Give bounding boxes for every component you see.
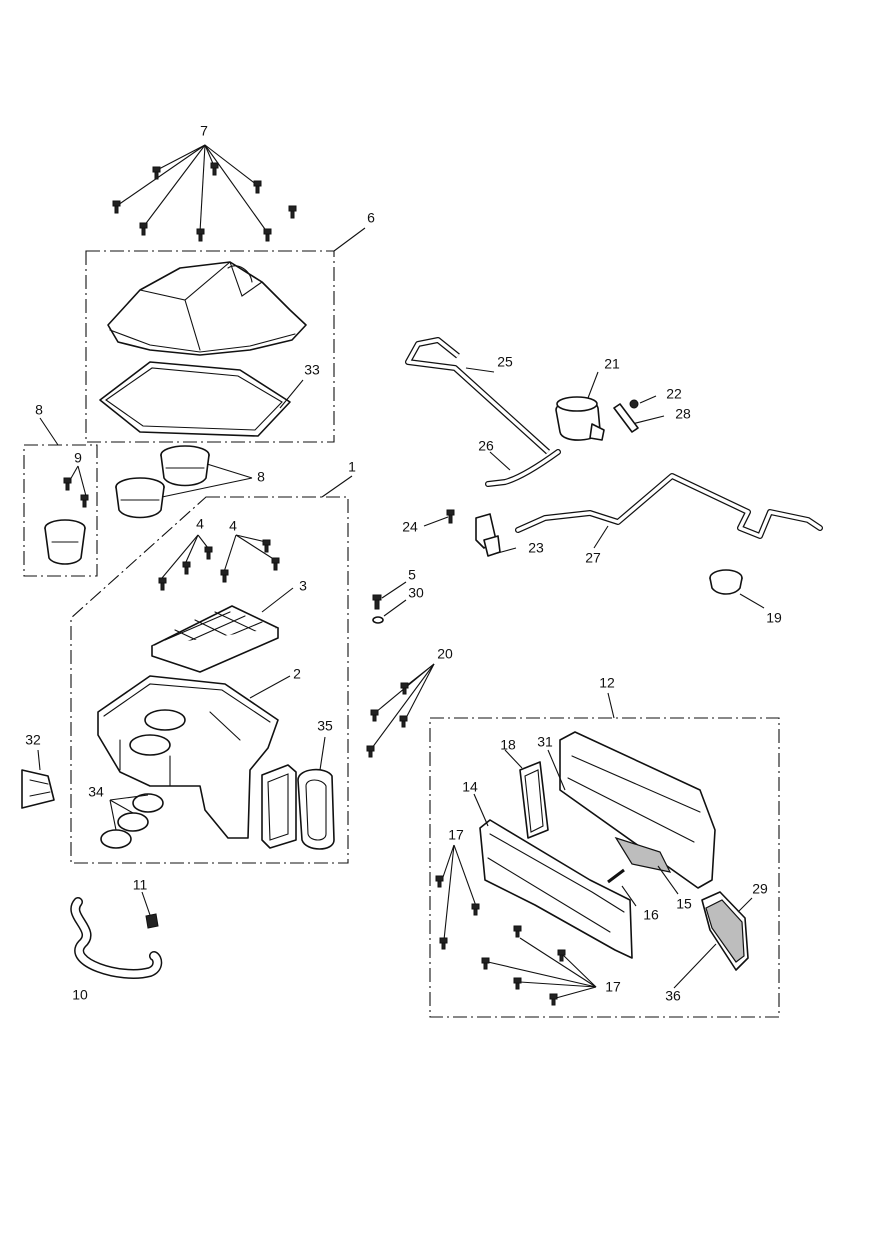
callout-15: 15: [676, 896, 692, 912]
callout-26: 26: [478, 438, 494, 454]
callout-20: 20: [437, 646, 453, 662]
intake-boot-8-single: [44, 519, 86, 565]
callout-1: 1: [348, 459, 356, 475]
gasket-33: [99, 361, 291, 437]
callout-8a: 8: [35, 402, 43, 418]
leader-lines: [37, 227, 753, 989]
callout-5: 5: [408, 567, 416, 583]
callout-12: 12: [599, 675, 615, 691]
callout-35: 35: [317, 718, 333, 734]
callout-8b: 8: [257, 469, 265, 485]
seal-18: [519, 761, 549, 839]
clip-11: [141, 891, 159, 929]
callout-labels: 1 2 3 4 4 5 6 7 8 8 9 10 11 12 14 15 16 …: [25, 123, 782, 1004]
callout-36: 36: [665, 988, 681, 1004]
group-box-6: [85, 250, 335, 443]
hose-10: [70, 897, 163, 979]
hose-26: [485, 449, 561, 487]
screws-4: [158, 534, 280, 591]
callout-19: 19: [766, 610, 782, 626]
grommet-22: [629, 395, 657, 409]
bracket-28: [613, 403, 665, 433]
group-box-8: [23, 444, 98, 577]
callout-3: 3: [299, 578, 307, 594]
screws-20: [366, 663, 435, 758]
airbox-base-2: [97, 675, 279, 839]
valve-23: [475, 513, 517, 557]
callout-2: 2: [293, 666, 301, 682]
callout-34: 34: [88, 784, 104, 800]
washer-30: [372, 599, 407, 624]
screw-24: [423, 509, 455, 527]
callout-4b: 4: [229, 518, 237, 534]
callout-28: 28: [675, 406, 691, 422]
callout-30: 30: [408, 585, 424, 601]
group-box-1: [70, 496, 349, 864]
duct-14: [479, 819, 633, 959]
airbox-cover-6: [107, 261, 307, 356]
callout-4a: 4: [196, 516, 204, 532]
callout-23: 23: [528, 540, 544, 556]
callout-17a: 17: [448, 827, 464, 843]
o-rings-34: [100, 793, 164, 849]
duct-31: [559, 731, 716, 889]
pad-32: [21, 769, 55, 809]
callout-32: 32: [25, 732, 41, 748]
callout-27: 27: [585, 550, 601, 566]
callout-9: 9: [74, 450, 82, 466]
callout-29: 29: [752, 881, 768, 897]
callout-31: 31: [537, 734, 553, 750]
callout-10: 10: [72, 987, 88, 1003]
callout-25: 25: [497, 354, 513, 370]
screws-9: [63, 477, 89, 508]
screw-set-7: [112, 144, 297, 242]
bolt-5: [372, 581, 407, 610]
mount-19: [709, 569, 765, 609]
canister-21: [555, 396, 605, 441]
callout-24: 24: [402, 519, 418, 535]
group-box-12: [429, 717, 780, 1018]
callout-22: 22: [666, 386, 682, 402]
grille-29: [701, 891, 749, 971]
screws-17: [435, 844, 597, 1006]
callout-33: 33: [304, 362, 320, 378]
callout-17b: 17: [605, 979, 621, 995]
callout-16: 16: [643, 907, 659, 923]
hose-27: [515, 473, 823, 539]
intake-boots-8: [115, 445, 210, 519]
callout-11: 11: [133, 877, 148, 893]
callout-18: 18: [500, 737, 516, 753]
hose-25: [405, 337, 551, 455]
air-filter-3: [151, 605, 279, 673]
callout-7: 7: [200, 123, 208, 139]
callout-6: 6: [367, 210, 375, 226]
callout-21: 21: [604, 356, 620, 372]
pin-16: [607, 868, 637, 907]
callout-14: 14: [462, 779, 478, 795]
seal-35: [261, 764, 335, 850]
